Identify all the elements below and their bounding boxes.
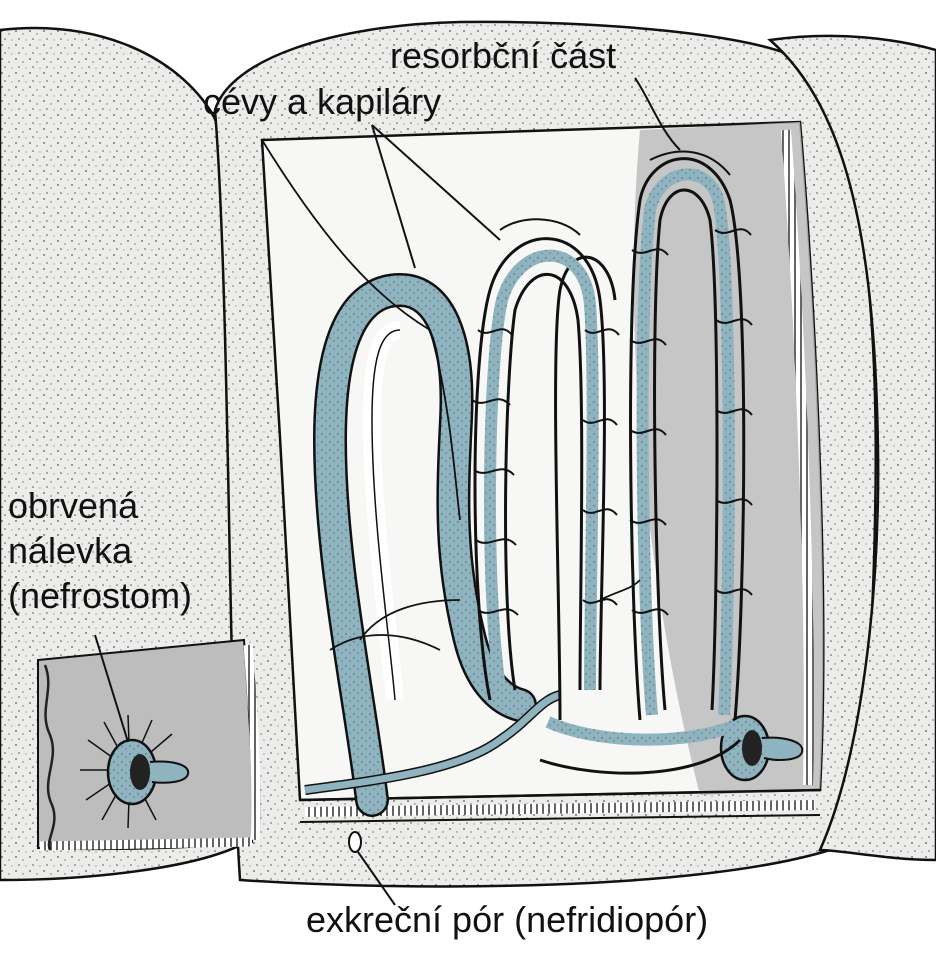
left-coelom [38,640,256,850]
label-obrvena: obrvená [8,486,138,526]
label-resorbcni-cast: resorbční část [390,36,616,76]
label-cevy-a-kapilary: cévy a kapiláry [203,82,441,122]
label-nalevka: nálevka [8,531,132,571]
label-nefrostom: (nefrostom) [8,576,192,616]
excretory-pore [349,832,361,852]
label-exkrecni-por: exkreční pór (nefridiopór) [306,900,708,940]
